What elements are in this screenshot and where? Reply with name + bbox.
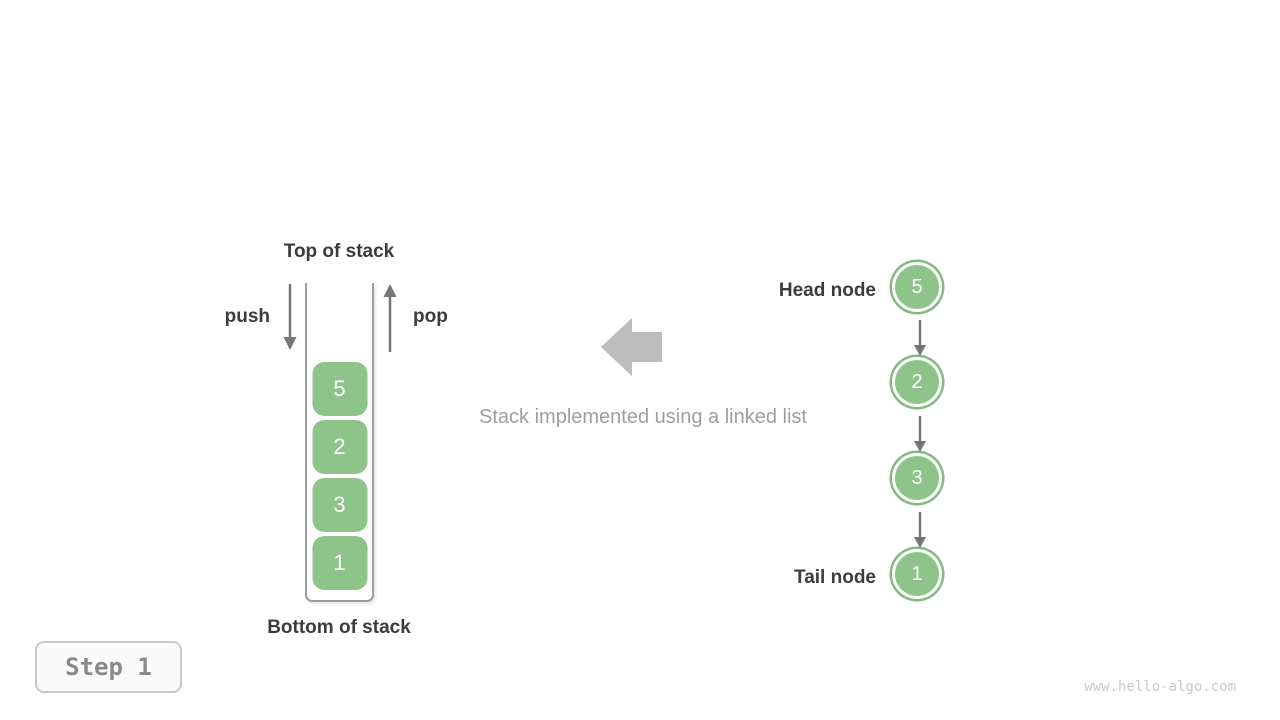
watermark: www.hello-algo.com [1084,679,1236,695]
diagram-caption: Stack implemented using a linked list [479,406,807,428]
linked-list-node: 2 [892,357,942,407]
stack-item: 1 [312,536,367,590]
pop-label: pop [413,306,448,327]
linked-list-node: 3 [892,453,942,503]
linked-list-arrow-icon [914,512,926,548]
head-node-label: Head node [778,280,876,301]
linked-list-arrow-icon [914,320,926,356]
pop-arrow-icon [383,284,397,352]
stack-item: 3 [312,478,367,532]
linked-list-node: 1 [892,549,942,599]
stack-item: 2 [312,420,367,474]
step-badge-label: Step 1 [65,653,152,681]
top-of-stack-label: Top of stack [283,241,395,262]
stack-container: 5 2 3 1 [305,283,374,602]
linked-list-node: 5 [892,262,942,312]
bottom-of-stack-label: Bottom of stack [267,617,411,638]
tail-node-label: Tail node [794,567,876,588]
step-badge: Step 1 [35,641,182,693]
push-arrow-icon [283,284,297,350]
push-label: push [224,306,270,327]
big-left-arrow-icon [601,318,662,376]
stack-item: 5 [312,362,367,416]
